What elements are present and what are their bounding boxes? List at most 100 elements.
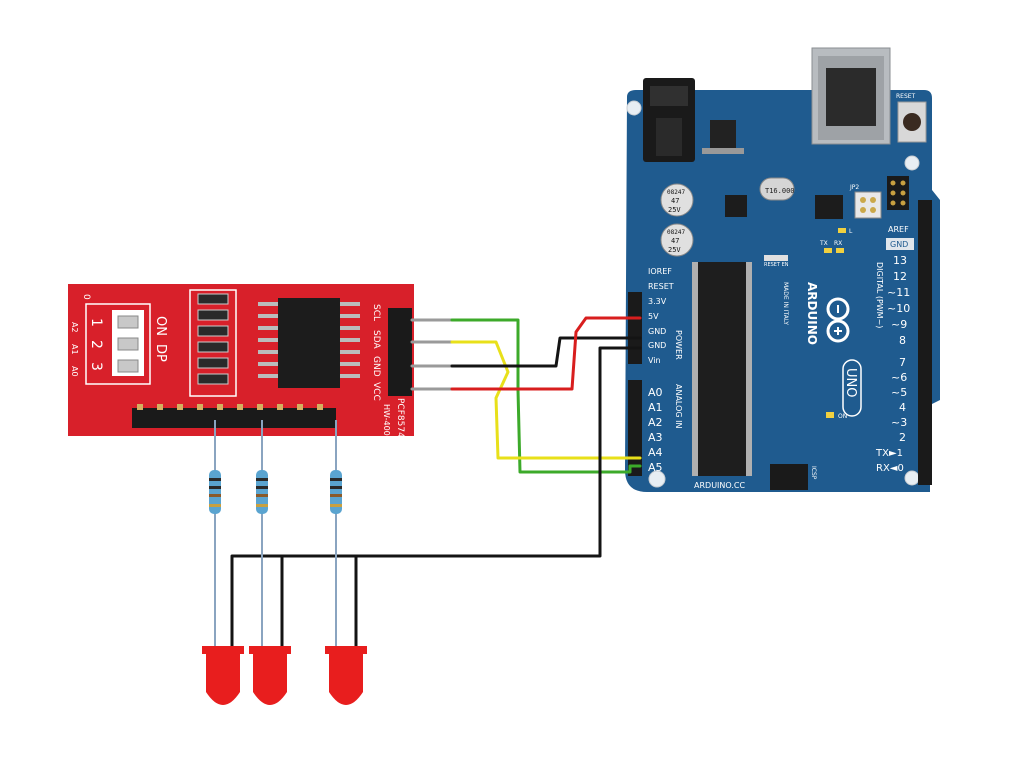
atmega-chip: [692, 262, 752, 476]
svg-text:4: 4: [899, 401, 906, 414]
led-3: [325, 646, 367, 705]
svg-text:A3: A3: [648, 431, 663, 444]
jp2-header: JP2: [849, 184, 882, 219]
led-rx: [836, 248, 844, 253]
header-left-labels: IOREF RESET 3.3V 5V GND GND Vin: [648, 267, 674, 365]
dip-switch: [85, 303, 151, 385]
svg-text:A2: A2: [648, 416, 663, 429]
pcf8574-chip: [258, 298, 360, 388]
svg-text:UNO: UNO: [843, 368, 858, 397]
capacitor-1: 08247 47 25V: [660, 183, 694, 217]
usb-chip: [815, 195, 843, 219]
part-name: PCF8574T: [395, 398, 405, 444]
address-labels: A2 A1 A0: [70, 322, 79, 377]
analog-pin-labels: A0 A1 A2 A3 A4 A5: [648, 386, 663, 474]
wire-led-gnd: [230, 346, 642, 650]
svg-text:T16.000: T16.000: [765, 187, 795, 195]
wire-vcc: [450, 316, 642, 391]
svg-text:0: 0: [81, 294, 91, 300]
crystal: T16.000: [759, 177, 795, 201]
svg-text:25V: 25V: [668, 206, 681, 214]
svg-text:TX: TX: [819, 240, 828, 247]
svg-text:GND: GND: [648, 327, 666, 336]
svg-text:2: 2: [88, 340, 104, 349]
led-tx: [824, 248, 832, 253]
svg-text:12: 12: [893, 270, 907, 283]
resistor-3: [330, 470, 342, 514]
svg-text:3.3V: 3.3V: [648, 297, 667, 306]
svg-text:~10: ~10: [887, 302, 910, 315]
svg-text:~6: ~6: [891, 371, 907, 384]
arduino-uno-board: RESET 08247 47 25V 08247 47 25V T16.000: [625, 47, 940, 492]
pcf8574-module: 0 ON DP 1 2 3 A2 A1 A0: [68, 284, 414, 444]
svg-text:7: 7: [899, 356, 906, 369]
svg-text:~11: ~11: [887, 286, 910, 299]
svg-text:ARDUINO: ARDUINO: [805, 282, 819, 345]
reset-button: RESET: [896, 93, 927, 143]
digital-header: [918, 200, 932, 485]
dip-dp-label: DP: [153, 344, 168, 362]
analog-in-label: ANALOG IN: [674, 384, 683, 429]
svg-text:~3: ~3: [891, 416, 907, 429]
svg-text:08247: 08247: [667, 229, 685, 236]
resistor-2: [256, 470, 268, 514]
pcf-pin-labels: SCL SDA GND VCC: [371, 304, 381, 401]
arduino-cc-label: ARDUINO.CC: [694, 481, 745, 490]
svg-text:~9: ~9: [891, 318, 907, 331]
wire-scl: [450, 318, 642, 474]
resistor-1: [209, 470, 221, 514]
smd-resistors: [189, 289, 237, 397]
svg-text:JP2: JP2: [849, 184, 859, 191]
svg-text:GND: GND: [371, 356, 381, 377]
svg-text:RESET: RESET: [648, 282, 674, 291]
svg-text:47: 47: [671, 197, 679, 205]
wires: [230, 316, 642, 650]
svg-text:VCC: VCC: [371, 382, 381, 401]
wire-gnd: [450, 336, 642, 368]
reset-button-label: RESET: [896, 93, 916, 100]
regulator: [710, 120, 736, 150]
svg-text:08247: 08247: [667, 189, 685, 196]
svg-text:A2: A2: [70, 322, 79, 333]
svg-text:A4: A4: [648, 446, 663, 459]
svg-text:A1: A1: [70, 344, 79, 355]
power-jack: [643, 78, 695, 162]
led-circuit: [202, 420, 367, 705]
wire-sda: [450, 340, 642, 460]
svg-text:MADE IN ITALY: MADE IN ITALY: [782, 282, 789, 325]
svg-text:GND: GND: [890, 240, 908, 249]
svg-text:RX◄0: RX◄0: [876, 463, 904, 474]
led-2: [249, 646, 291, 705]
led-l: [838, 228, 846, 233]
power-label: POWER: [674, 330, 683, 360]
svg-text:TX►1: TX►1: [875, 448, 903, 459]
svg-text:A5: A5: [648, 461, 663, 474]
dip-numbers: 1 2 3: [88, 318, 104, 371]
svg-text:ON: ON: [838, 413, 847, 420]
svg-text:25V: 25V: [668, 246, 681, 254]
svg-text:AREF: AREF: [888, 225, 909, 234]
board-id: HW-400: [382, 404, 391, 436]
svg-text:47: 47: [671, 237, 679, 245]
dip-on-label: ON: [153, 316, 168, 336]
svg-text:IOREF: IOREF: [648, 267, 672, 276]
icsp-header: ICSP: [770, 464, 817, 490]
svg-text:3: 3: [88, 362, 104, 371]
svg-text:~5: ~5: [891, 386, 907, 399]
svg-text:SCL: SCL: [371, 304, 381, 321]
digital-pin-labels: 13 12 ~11 ~10 ~9 8 7 ~6 ~5 4 ~3 2 TX►1 R…: [875, 254, 910, 474]
arduino-logo: MADE IN ITALY ARDUINO UNO: [782, 282, 862, 417]
capacitor-2: 08247 47 25V: [660, 223, 694, 257]
svg-text:2: 2: [899, 431, 906, 444]
svg-text:RESET EN: RESET EN: [764, 262, 789, 268]
digital-pwm-label: DIGITAL (PWM~): [875, 262, 884, 328]
power-header: [628, 292, 642, 476]
svg-text:GND: GND: [648, 341, 666, 350]
pcf-i2c-header: [388, 308, 412, 396]
svg-text:5V: 5V: [648, 312, 659, 321]
svg-text:SDA: SDA: [371, 330, 381, 349]
svg-text:13: 13: [893, 254, 907, 267]
svg-text:Vin: Vin: [648, 356, 661, 365]
svg-text:RX: RX: [834, 240, 842, 247]
